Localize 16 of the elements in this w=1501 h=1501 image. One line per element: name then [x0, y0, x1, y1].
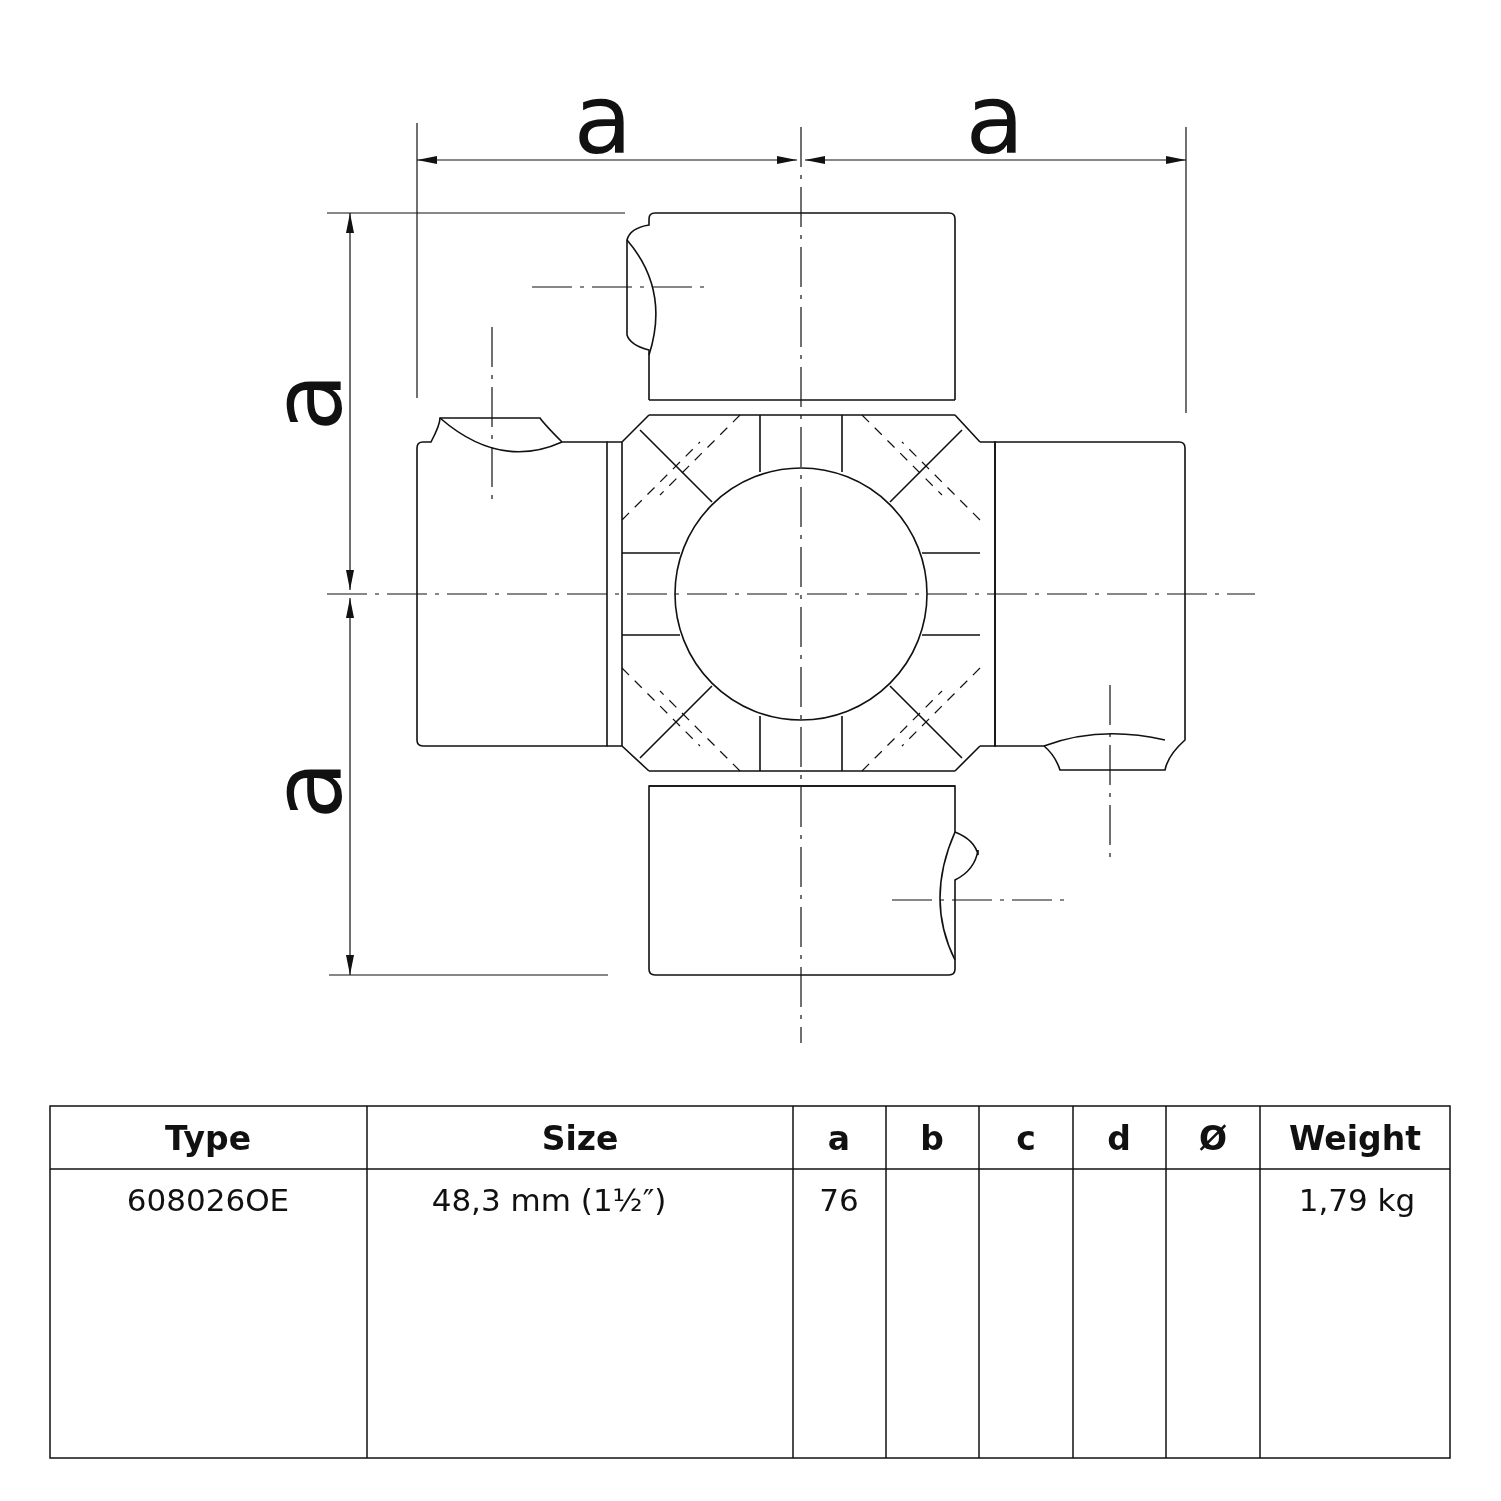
table-value: 608026OE [126, 1184, 290, 1216]
table-value: 1,79 kg [1298, 1184, 1416, 1216]
dimension-label: a [573, 72, 633, 168]
table-value: 48,3 mm (1½″) [431, 1184, 667, 1216]
column-header: a [827, 1121, 851, 1155]
dimension-label: a [965, 72, 1025, 168]
column-header: b [920, 1121, 944, 1155]
dimension-label: a [260, 372, 356, 432]
column-header: Weight [1289, 1121, 1421, 1155]
column-header: d [1107, 1121, 1131, 1155]
table-value: 76 [819, 1184, 859, 1216]
column-header: Type [164, 1121, 252, 1155]
column-header: Ø [1198, 1121, 1228, 1155]
dimension-label: a [260, 760, 356, 820]
column-header: c [1016, 1121, 1036, 1155]
column-header: Size [541, 1121, 619, 1155]
